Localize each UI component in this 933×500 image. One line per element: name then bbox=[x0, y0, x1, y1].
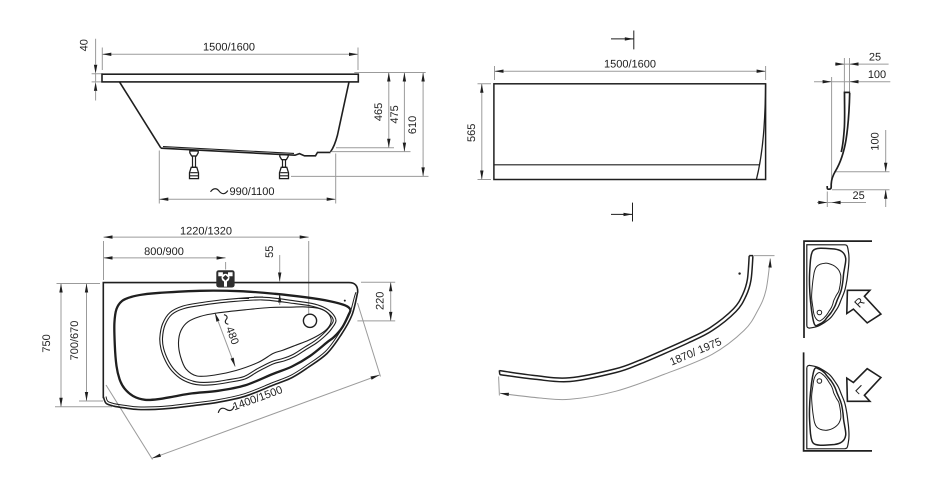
svg-text:220: 220 bbox=[375, 292, 387, 310]
svg-text:25: 25 bbox=[869, 51, 881, 63]
svg-text:465: 465 bbox=[373, 103, 385, 121]
svg-text:565: 565 bbox=[466, 124, 478, 142]
svg-text:100: 100 bbox=[870, 132, 882, 150]
svg-text:800/900: 800/900 bbox=[144, 246, 184, 258]
svg-text:750: 750 bbox=[41, 334, 53, 352]
svg-text:25: 25 bbox=[852, 190, 864, 202]
svg-text:1220/1320: 1220/1320 bbox=[180, 225, 232, 237]
svg-text:1500/1600: 1500/1600 bbox=[604, 59, 656, 71]
svg-text:990/1100: 990/1100 bbox=[229, 186, 274, 198]
svg-text:475: 475 bbox=[389, 105, 401, 123]
svg-text:40: 40 bbox=[78, 39, 90, 51]
svg-text:1500/1600: 1500/1600 bbox=[203, 42, 255, 54]
svg-text:55: 55 bbox=[264, 246, 276, 258]
svg-text:100: 100 bbox=[868, 69, 886, 81]
svg-text:610: 610 bbox=[407, 116, 419, 134]
svg-text:700/670: 700/670 bbox=[69, 321, 81, 361]
